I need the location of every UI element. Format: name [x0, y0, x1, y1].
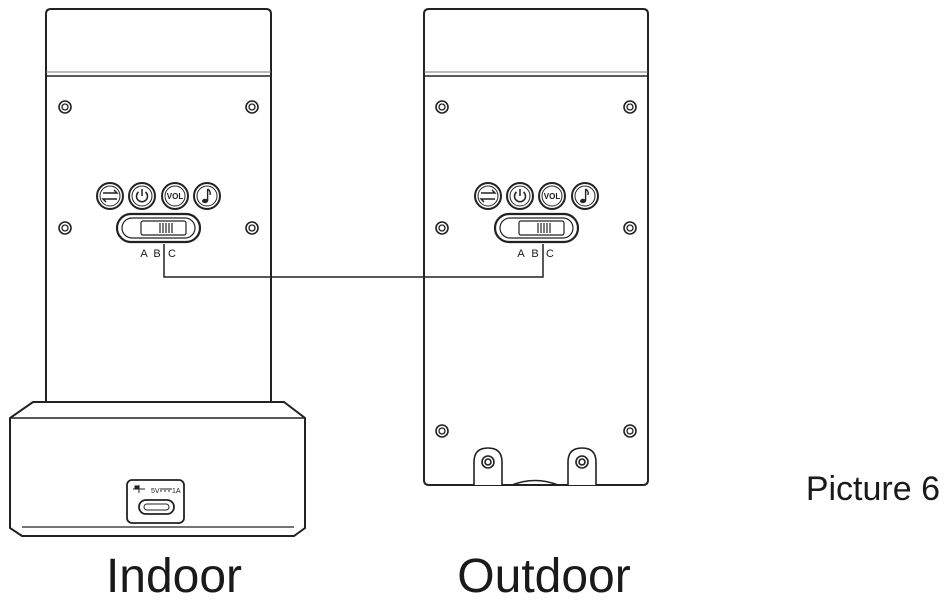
screw-icon: [623, 221, 637, 235]
music-note-icon: [202, 188, 211, 204]
swap-button[interactable]: [474, 182, 502, 210]
port-voltage: 5V: [151, 488, 160, 495]
switch-label-c: C: [546, 248, 554, 260]
mode-switch[interactable]: [115, 212, 202, 244]
dc-symbol-icon: [160, 488, 172, 492]
swap-icon: [101, 189, 119, 203]
switch-position-connector: [163, 244, 544, 278]
power-button[interactable]: [506, 182, 534, 210]
music-button[interactable]: [571, 182, 599, 210]
vol-label: VOL: [167, 192, 184, 201]
music-note-icon: [580, 188, 589, 204]
power-icon: [513, 189, 527, 203]
stand-feet: [473, 447, 597, 486]
screw-icon: [58, 100, 72, 114]
switch-label-a: A: [517, 248, 525, 260]
switch-label-b: B: [153, 248, 160, 260]
usb-port[interactable]: 5V 1A: [126, 479, 185, 524]
screw-icon: [623, 100, 637, 114]
screw-icon: [435, 424, 449, 438]
swap-icon: [479, 189, 497, 203]
outdoor-label: Outdoor: [457, 550, 630, 602]
indoor-unit: VOL A B C: [45, 8, 272, 402]
mode-switch[interactable]: [493, 212, 580, 244]
screw-icon: [58, 221, 72, 235]
switch-label-a: A: [140, 248, 148, 260]
power-button[interactable]: [128, 182, 156, 210]
screw-icon: [435, 100, 449, 114]
screw-icon: [435, 221, 449, 235]
outdoor-unit: VOL A B C: [423, 8, 649, 486]
picture-caption: Picture 6: [806, 470, 940, 508]
swap-button[interactable]: [96, 182, 124, 210]
music-button[interactable]: [193, 182, 221, 210]
switch-label-b: B: [531, 248, 538, 260]
port-rating: 1A: [172, 488, 181, 495]
charging-dock: 5V 1A: [9, 401, 306, 537]
usb-icon: [133, 485, 145, 493]
screw-icon: [623, 424, 637, 438]
screw-icon: [245, 221, 259, 235]
vol-label: VOL: [544, 192, 561, 201]
vol-button[interactable]: VOL: [538, 182, 566, 210]
screw-icon: [245, 100, 259, 114]
indoor-label: Indoor: [106, 550, 242, 602]
power-icon: [135, 189, 149, 203]
vol-button[interactable]: VOL: [161, 182, 189, 210]
switch-label-c: C: [168, 248, 176, 260]
